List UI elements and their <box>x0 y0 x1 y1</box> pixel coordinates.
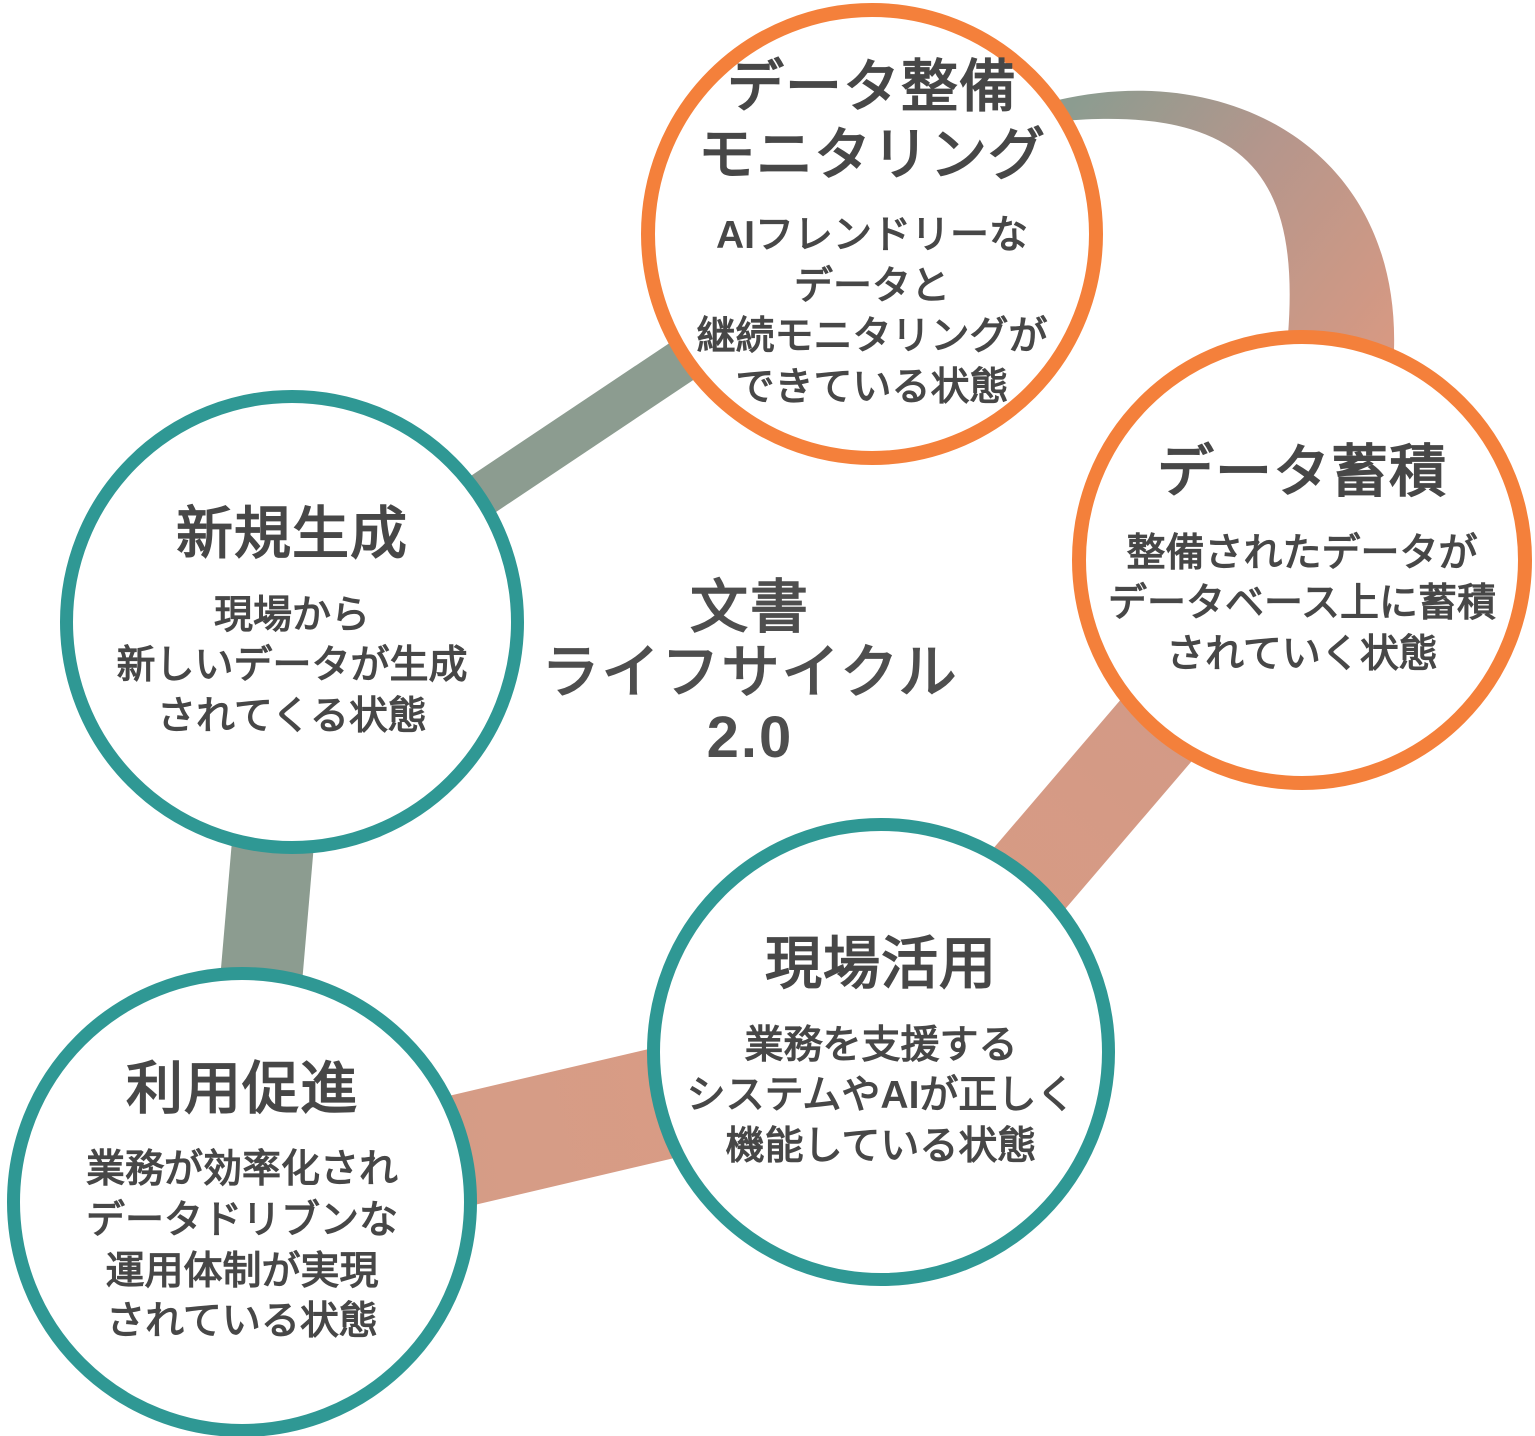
node-usage-promotion: 利用促進 業務が効率化され データドリブンな 運用体制が実現 されている状態 <box>7 967 477 1436</box>
node-body-line: 継続モニタリングが <box>696 315 1048 359</box>
node-body-line: されている状態 <box>106 1300 378 1344</box>
node-description: 業務が効率化され データドリブンな 運用体制が実現 されている状態 <box>86 1145 398 1348</box>
node-field-utilization: 現場活用 業務を支援する システムやAIが正しく 機能している状態 <box>647 818 1115 1286</box>
node-body-line: できている状態 <box>735 365 1009 409</box>
connector-monitoring-to-accumulation <box>1058 90 1395 351</box>
node-body-line: データドリブンな <box>85 1198 398 1242</box>
node-title-line: 新規生成 <box>176 502 408 567</box>
node-title-line: 利用促進 <box>126 1057 358 1121</box>
node-title-line: データ整備 <box>727 55 1017 120</box>
node-title: データ蓄積 <box>1157 439 1447 506</box>
node-body-line: 運用体制が実現 <box>105 1249 379 1293</box>
node-body-line: AIフレンドリーな <box>715 213 1028 257</box>
node-title: 現場活用 <box>765 931 997 998</box>
node-body-line: システムやAIが正しく <box>686 1074 1076 1118</box>
node-body-line: 業務を支援する <box>744 1023 1018 1067</box>
node-body-line: 業務が効率化され <box>85 1148 398 1192</box>
node-title-line: 現場活用 <box>765 932 997 997</box>
node-title-line: モニタリング <box>698 122 1046 187</box>
node-new-generation: 新規生成 現場から 新しいデータが生成 されてくる状態 <box>60 390 524 854</box>
node-body-line: されてくる状態 <box>157 694 427 738</box>
node-body-line: 機能している状態 <box>725 1124 1037 1168</box>
center-title-line: ライフサイクル <box>541 639 959 705</box>
node-body-line: 整備されたデータが <box>1126 531 1478 575</box>
node-description: AIフレンドリーな データと 継続モニタリングが できている状態 <box>696 211 1047 414</box>
node-title: データ整備 モニタリング <box>698 54 1046 189</box>
node-body-line: 現場から <box>213 593 370 637</box>
center-title-line: 2.0 <box>706 704 794 770</box>
node-title: 新規生成 <box>176 501 408 568</box>
node-title: 利用促進 <box>126 1056 358 1123</box>
diagram-center-title: 文書 ライフサイクル 2.0 <box>470 575 1030 771</box>
node-body-line: 新しいデータが生成 <box>116 644 468 688</box>
node-body-line: データベース上に蓄積 <box>1107 582 1497 626</box>
node-title-line: データ蓄積 <box>1157 440 1447 505</box>
node-body-line: データと <box>793 264 950 308</box>
node-data-accumulation: データ蓄積 整備されたデータが データベース上に蓄積 されていく状態 <box>1072 330 1532 790</box>
node-data-preparation-monitoring: データ整備 モニタリング AIフレンドリーな データと 継続モニタリングが でき… <box>641 3 1103 465</box>
node-description: 現場から 新しいデータが生成 されてくる状態 <box>116 591 467 743</box>
center-title-line: 文書 <box>689 575 810 640</box>
node-description: 業務を支援する システムやAIが正しく 機能している状態 <box>687 1021 1076 1173</box>
node-description: 整備されたデータが データベース上に蓄積 されていく状態 <box>1108 529 1496 681</box>
node-body-line: されていく状態 <box>1166 632 1438 676</box>
